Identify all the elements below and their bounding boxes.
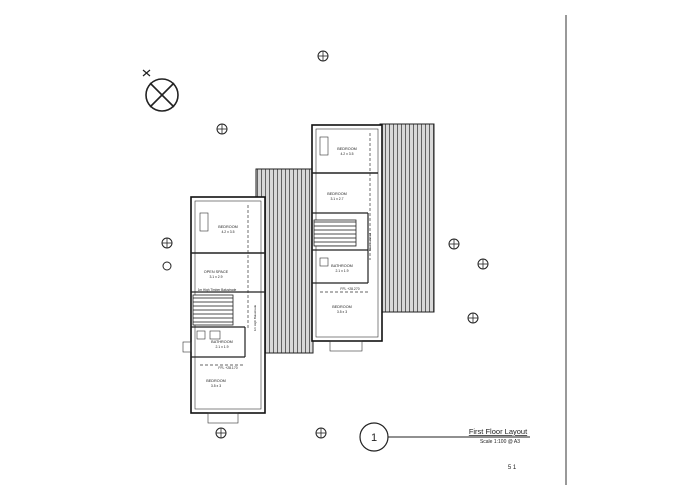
grid-marker-mid-right [467, 312, 479, 324]
right-bathroom-size: 2.1 x 1.9 [335, 269, 348, 273]
left-bedroom-1-name: BEDROOM [218, 225, 238, 229]
grid-marker-top [317, 50, 329, 62]
page-mark: 5 1 [508, 465, 517, 471]
right-bedroom-3-size: 3.5 x 3 [337, 310, 347, 314]
left-bathroom-name: BATHROOM [211, 340, 233, 344]
left-bedroom-2-size: 3.5 x 3 [211, 384, 221, 388]
roof-hatch-right [379, 123, 435, 313]
drawing-scale: Scale 1:100 @ A3 [480, 439, 520, 445]
left-bedroom-2-name: BEDROOM [206, 379, 226, 383]
note-stair-handrail: Stair Handrail [368, 233, 372, 252]
right-bedroom-2-size: 3.1 x 2.7 [330, 197, 343, 201]
note-balustrade-left: 1m High Timber Balustrade [198, 288, 237, 292]
grid-marker-right-lower [477, 258, 489, 270]
note-balustrade-right: 1m High Balustrade [253, 305, 257, 332]
drawing-title: First Floor Layout [469, 427, 528, 436]
left-open-space-size: 3.1 x 2.9 [209, 275, 222, 279]
right-bedroom-2-name: BEDROOM [327, 192, 347, 196]
right-bedroom-1-name: BEDROOM [337, 147, 357, 151]
note-ffl-left: FFL +28.170 [218, 366, 237, 370]
stair-right [313, 219, 357, 247]
grid-marker-left [161, 237, 173, 249]
grid-marker-bottom-left [215, 427, 227, 439]
right-bedroom-3-name: BEDROOM [332, 305, 352, 309]
stair-left [192, 294, 234, 326]
view-number: 1 [371, 432, 377, 444]
view-title-block [359, 422, 530, 452]
grid-marker-bottom-mid [315, 427, 327, 439]
left-bedroom-1-size: 4.2 x 3.5 [221, 230, 234, 234]
grid-marker-upper-left [216, 123, 228, 135]
north-arrow-icon [142, 69, 179, 112]
left-unit-plan [182, 168, 314, 424]
grid-marker-right [448, 238, 460, 250]
note-ffl-right: FFL +28.270 [340, 287, 359, 291]
right-unit-plan [311, 123, 435, 352]
left-bathroom-size: 2.1 x 1.9 [215, 345, 228, 349]
right-bathroom-name: BATHROOM [331, 264, 353, 268]
grid-marker-left-lower [162, 261, 172, 271]
right-bedroom-1-size: 4.2 x 3.5 [340, 152, 353, 156]
left-open-space-name: OPEN SPACE [204, 270, 229, 274]
